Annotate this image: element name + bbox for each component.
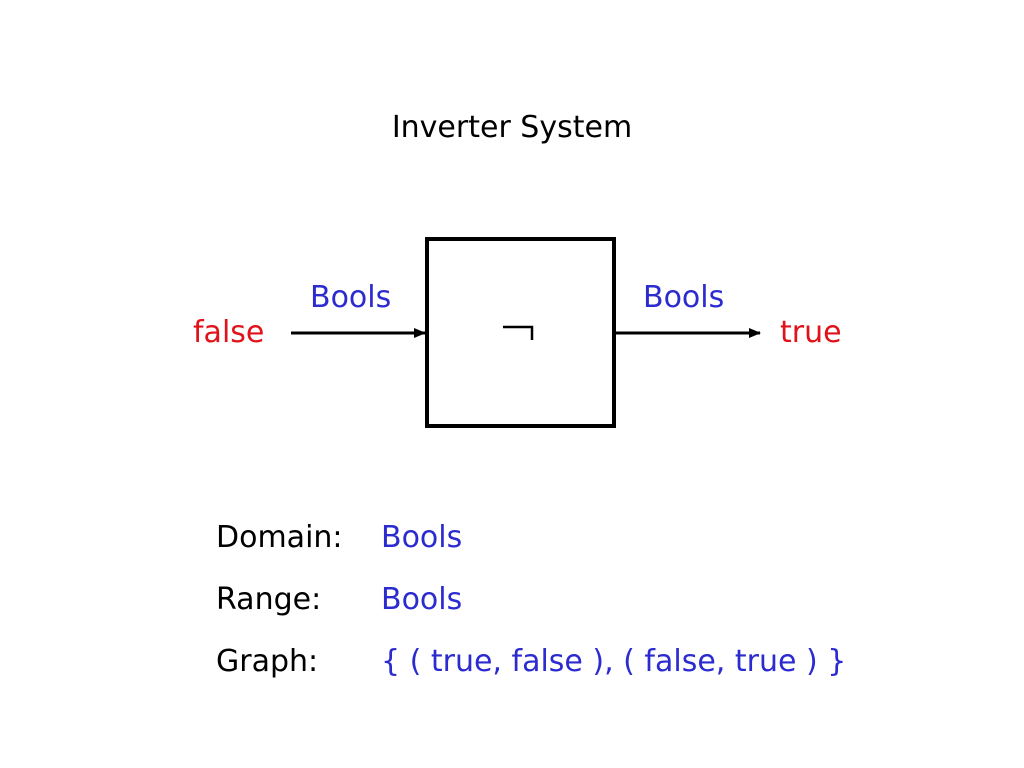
- input-value-label: false: [193, 315, 265, 350]
- not-symbol-icon: [503, 325, 534, 340]
- inverter-block: [425, 237, 616, 428]
- range-value: Bools: [381, 582, 463, 617]
- domain-value: Bools: [381, 520, 463, 555]
- input-type-label: Bools: [310, 280, 392, 315]
- output-type-label: Bools: [643, 280, 725, 315]
- output-value-label: true: [780, 315, 842, 350]
- slide-title: Inverter System: [391, 110, 633, 145]
- graph-value: { ( true, false ), ( false, true ) }: [381, 644, 847, 679]
- range-label: Range:: [216, 582, 322, 617]
- graph-label: Graph:: [216, 644, 319, 679]
- domain-label: Domain:: [216, 520, 343, 555]
